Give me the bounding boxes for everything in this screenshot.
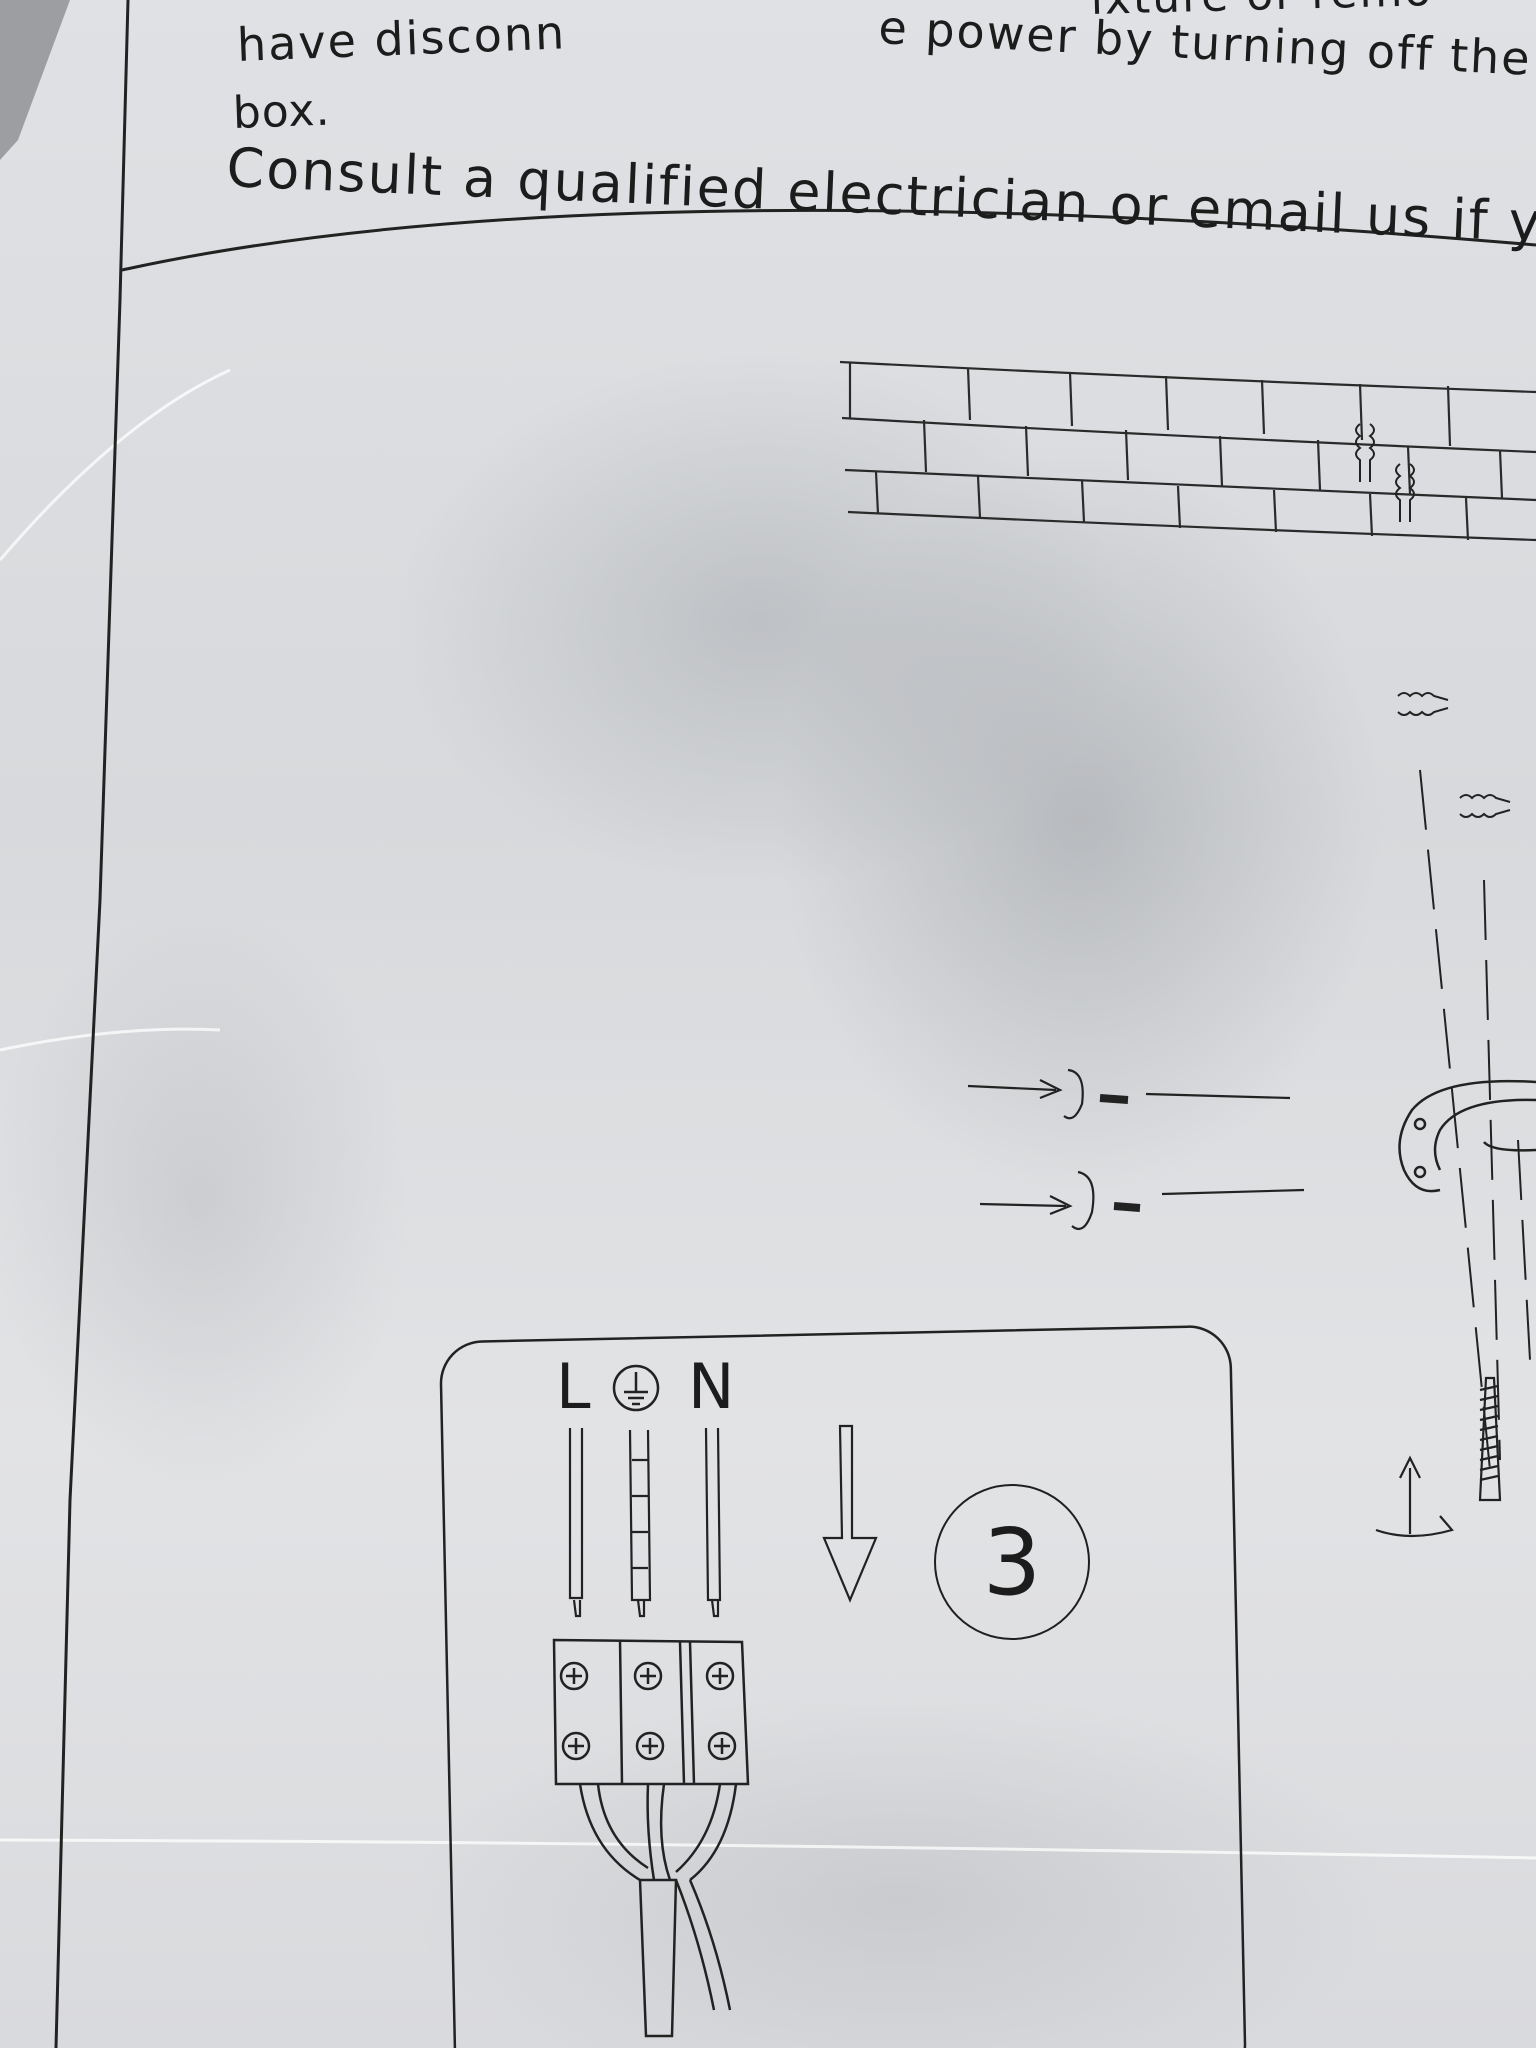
brick-wall xyxy=(839,360,1536,542)
wood-screw-icon xyxy=(1375,1376,1502,1538)
screw-arrows xyxy=(967,1068,1305,1230)
background-corner xyxy=(0,0,70,160)
mains-cable xyxy=(578,1783,738,2038)
alignment-lines xyxy=(1419,769,1531,1471)
wiring-step-box xyxy=(439,1325,1247,2048)
supply-wires xyxy=(568,1427,722,1618)
loose-wall-plugs xyxy=(1397,692,1511,818)
step-number: 3 xyxy=(982,1508,1042,1616)
terminal-block xyxy=(552,1638,750,1786)
instruction-text-line-2: box. xyxy=(232,84,332,139)
frame-lines xyxy=(54,0,1536,2048)
live-wire-label: L xyxy=(556,1350,591,1423)
paper-creases xyxy=(0,368,1536,1860)
mounting-bracket-icon xyxy=(1398,1079,1536,1193)
wall-plug-icons xyxy=(1355,423,1415,522)
earth-ground-symbol-icon xyxy=(612,1364,660,1412)
neutral-wire-label: N xyxy=(688,1350,735,1423)
step-number-badge: 3 xyxy=(934,1484,1090,1640)
down-arrow-icon xyxy=(822,1424,878,1603)
